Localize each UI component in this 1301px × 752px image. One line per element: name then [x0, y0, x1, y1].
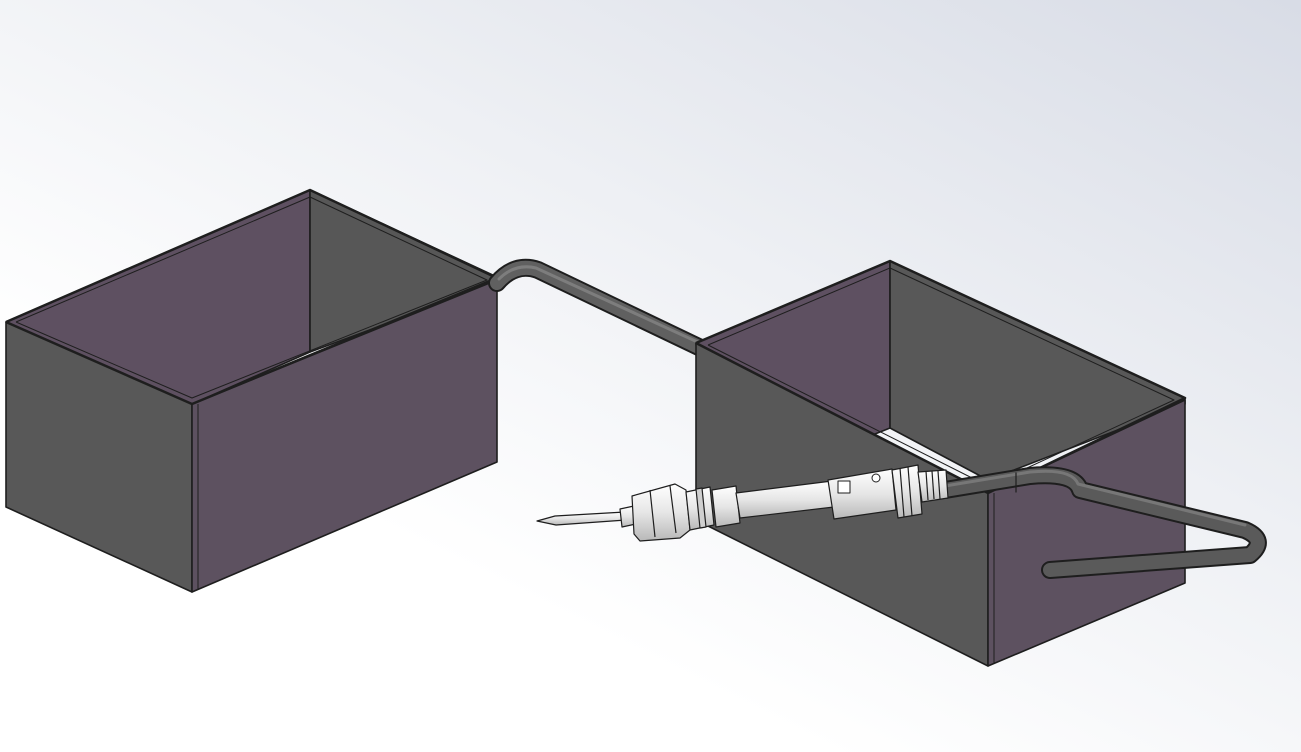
probe-assembly[interactable] — [536, 464, 949, 542]
probe-body-2 — [711, 485, 741, 528]
tank-right[interactable] — [695, 259, 1187, 667]
connector-pipe[interactable] — [488, 258, 714, 359]
tank-left-rim-inner — [15, 196, 488, 399]
tank-left[interactable] — [5, 188, 499, 593]
tank-right-rim — [695, 259, 1187, 495]
heater-u-pipe[interactable] — [936, 466, 1267, 579]
probe-thread-fitting — [891, 464, 923, 519]
tank-right-rim-inner — [707, 267, 1175, 487]
